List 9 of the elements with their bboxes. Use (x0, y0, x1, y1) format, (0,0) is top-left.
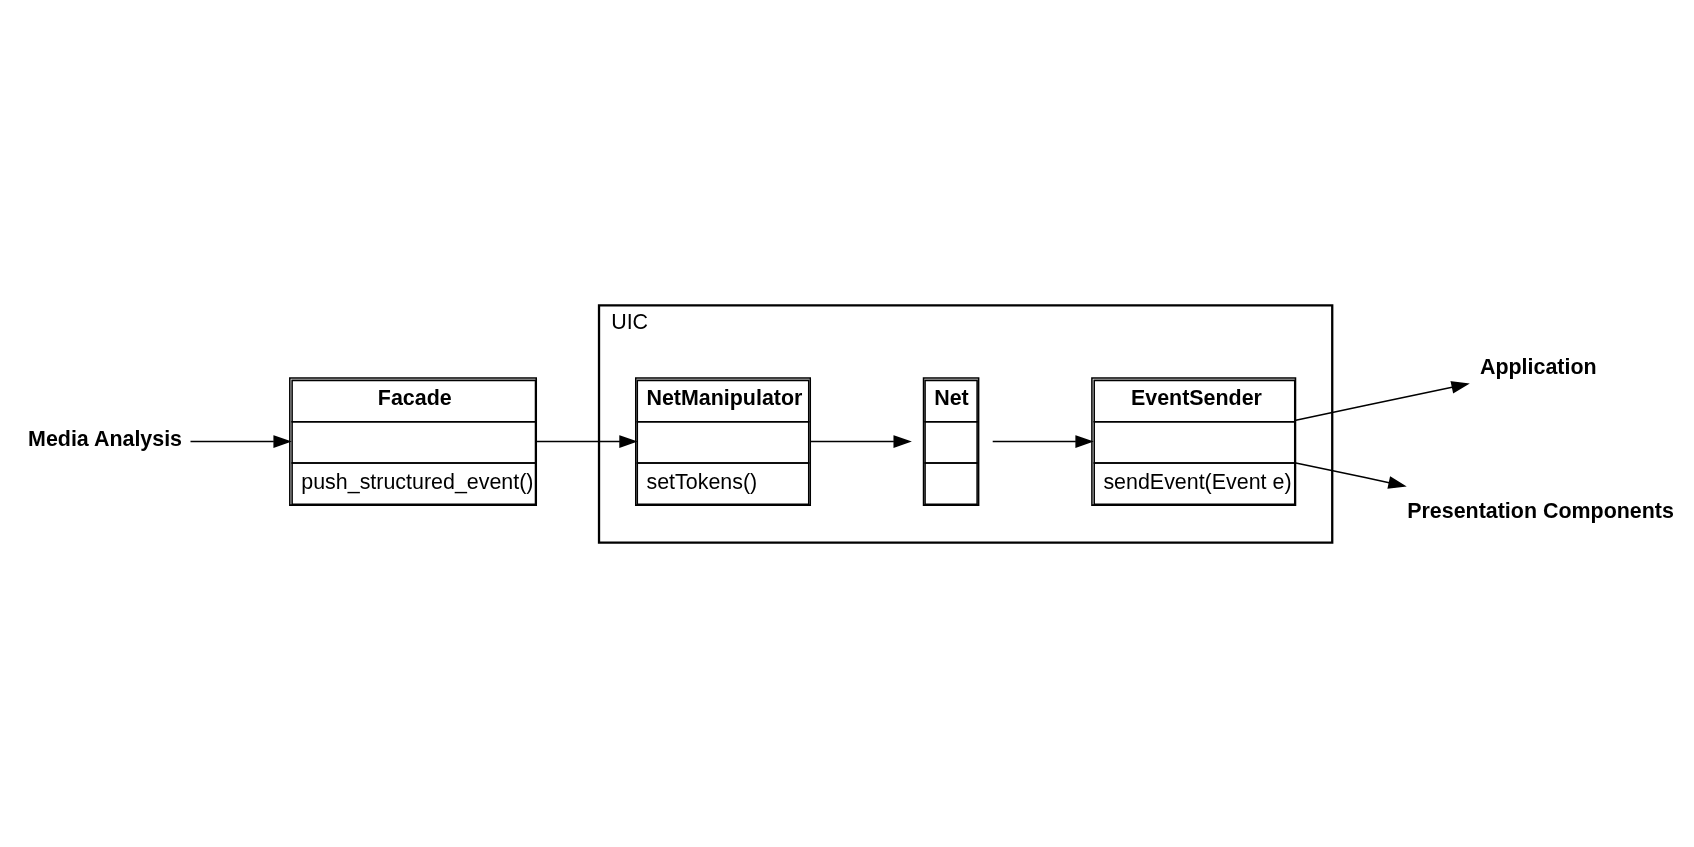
arrow (991, 434, 1094, 448)
arrow (1295, 461, 1407, 489)
arrow (535, 434, 638, 448)
arrow (1295, 380, 1470, 421)
node-text: Media Analysis (28, 426, 183, 451)
node-text: Presentation Components (1407, 498, 1674, 523)
arrow (810, 434, 912, 448)
node-text: Application (1479, 354, 1597, 379)
arrow (189, 434, 292, 448)
